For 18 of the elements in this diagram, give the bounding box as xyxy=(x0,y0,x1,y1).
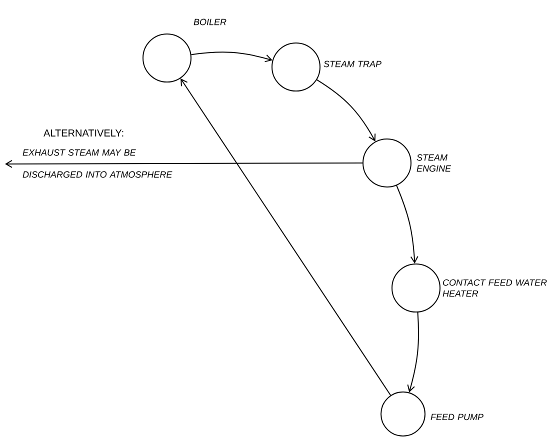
circle-label: BOILER xyxy=(194,18,226,26)
arrow xyxy=(396,185,418,264)
circle-label: STEAM TRAP xyxy=(324,60,382,68)
circle xyxy=(362,138,412,188)
circle-label: CONTACT FEED WATER HEATER xyxy=(442,279,547,297)
arrow xyxy=(190,52,272,62)
circle xyxy=(272,42,320,92)
circle xyxy=(392,264,440,312)
circle xyxy=(380,392,426,436)
circle-label: STEAM ENGINE xyxy=(416,154,452,172)
note-text: ALTERNATIVELY: xyxy=(44,130,124,136)
circle xyxy=(142,34,192,82)
arrow xyxy=(5,160,363,168)
edge-label: EXHAUST STEAM MAY BE DISCHARGED INTO ATMOSPHERE xyxy=(22,149,172,178)
circle-label: FEED PUMP xyxy=(430,414,484,420)
arrow xyxy=(180,78,392,396)
arrow xyxy=(407,312,420,392)
arrow xyxy=(316,79,376,142)
